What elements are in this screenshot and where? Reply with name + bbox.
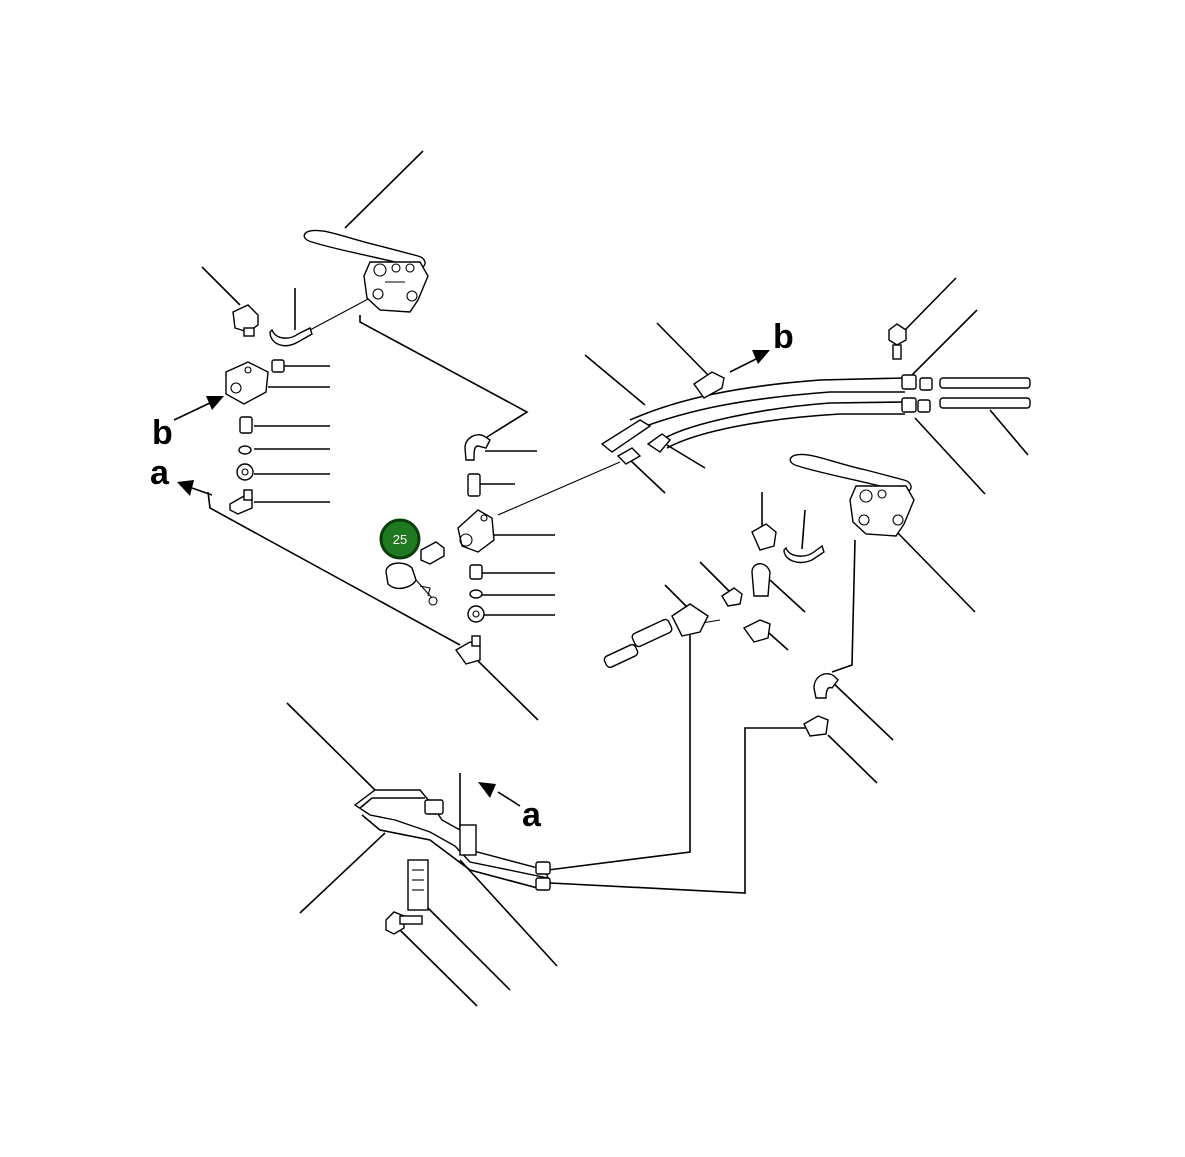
air-lines [207,297,906,894]
arrow-a-left-icon [177,480,194,496]
label-b-left: b [152,414,173,452]
direction-arrows [173,350,770,807]
arrow-a-bottom-icon [478,782,496,798]
arrow-b-right-icon [752,350,770,364]
callout-circle[interactable] [379,518,421,560]
lower-bracket [353,789,551,935]
label-b-right: b [773,318,794,356]
leader-lines [201,150,1029,1007]
upper-brake-pedal [303,229,429,313]
label-a-bottom: a [522,796,542,834]
arrow-b-left-icon [206,396,224,410]
callout-number: 25 [393,532,407,547]
callout-badge-25[interactable]: 25 [379,518,421,560]
center-fittings [385,434,495,665]
right-brake-pedal [789,453,915,537]
left-fittings [225,304,313,515]
right-middle-fittings [603,523,839,737]
right-upper-fittings [600,323,1031,465]
label-a-left: a [150,454,170,492]
